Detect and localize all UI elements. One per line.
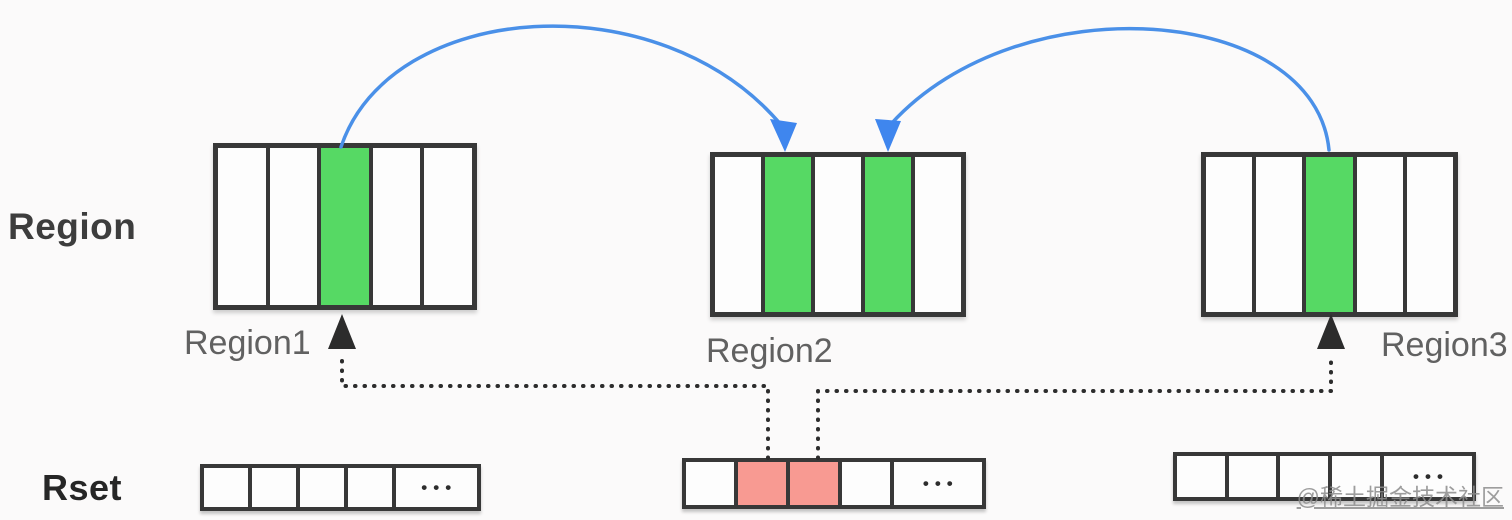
- region-cell: [420, 148, 472, 305]
- region3-box: [1201, 152, 1458, 317]
- region2-caption: Region2: [706, 332, 833, 370]
- black-arrowhead-region3: [1317, 314, 1345, 349]
- rset-cell: [343, 468, 392, 507]
- blue-arrowhead-region2-right: [875, 119, 901, 152]
- black-arrowhead-region1: [328, 314, 356, 349]
- rset-cell-ellipsis: •••: [889, 462, 983, 505]
- region-cell: [1206, 157, 1253, 312]
- rset-cell: [1177, 456, 1225, 497]
- rset-cell: [1276, 456, 1329, 497]
- region-cell: [1252, 157, 1303, 312]
- region-cell-marked: [317, 148, 369, 305]
- region2-box: [710, 152, 966, 317]
- region-cell-marked: [861, 157, 911, 312]
- dotted-arrow-rset-to-region1: [340, 352, 770, 460]
- region-cell-marked: [1302, 157, 1353, 312]
- region-row-label: Region: [8, 206, 137, 247]
- region-cell: [265, 148, 318, 305]
- rset-cell-ellipsis: •••: [1379, 456, 1473, 497]
- region-cell: [218, 148, 266, 305]
- region-cell: [1352, 157, 1403, 312]
- rset-cell: [1224, 456, 1277, 497]
- rset-entry-marked: [785, 462, 838, 505]
- region-cell: [911, 157, 961, 312]
- region-cell: [368, 148, 421, 305]
- region-cell-marked: [761, 157, 811, 312]
- rset2-box: •••: [682, 458, 986, 509]
- rset-entry-marked: [733, 462, 786, 505]
- rset1-box: •••: [200, 464, 481, 511]
- rset-cell: [837, 462, 890, 505]
- rset-cell-ellipsis: •••: [391, 468, 477, 507]
- region1-caption: Region1: [184, 324, 311, 362]
- dotted-arrow-rset-to-region3: [816, 352, 1333, 460]
- rset-cell: [247, 468, 296, 507]
- rset-cell: [686, 462, 734, 505]
- region-cell: [1402, 157, 1454, 312]
- juejin-watermark: @稀土掘金技术社区: [1296, 484, 1504, 510]
- rset-cell: [204, 468, 248, 507]
- region1-box: [213, 143, 477, 310]
- region-cell: [811, 157, 861, 312]
- rset-cell: [1328, 456, 1380, 497]
- blue-arrowhead-region2-left: [770, 119, 797, 152]
- rset3-box: •••: [1173, 452, 1476, 501]
- rset-row-label: Rset: [42, 467, 123, 508]
- region-cell: [715, 157, 761, 312]
- region3-caption: Region3: [1381, 326, 1508, 364]
- rset-cell: [295, 468, 344, 507]
- blue-arrow-region3-to-region2: [889, 26, 1331, 152]
- blue-arrow-region1-to-region2: [339, 24, 784, 149]
